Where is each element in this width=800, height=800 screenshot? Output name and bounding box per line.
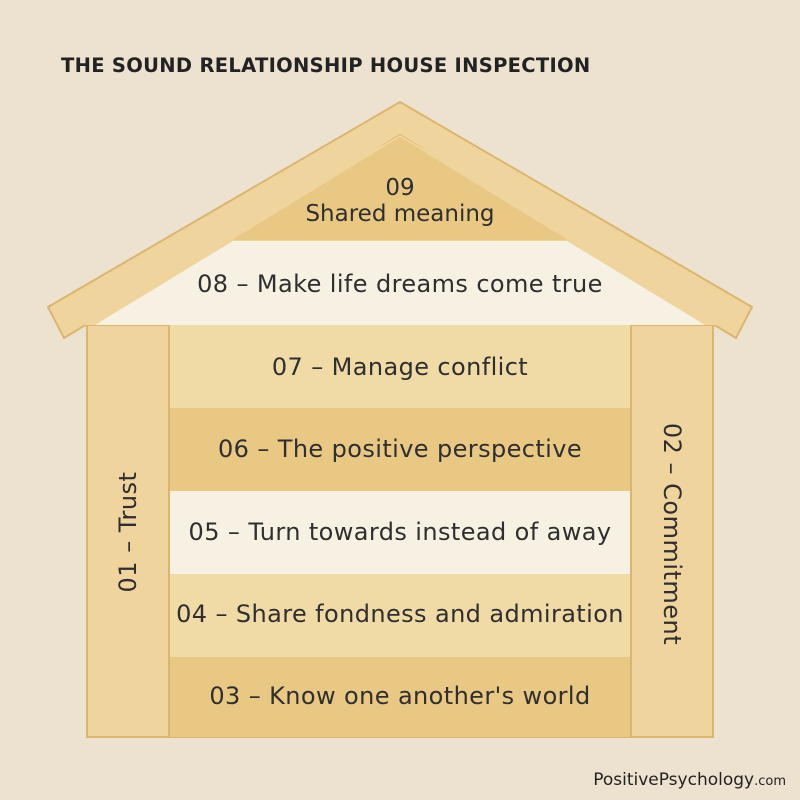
floor-05-label: 05 – Turn towards instead of away	[188, 518, 612, 546]
pillar-right	[630, 324, 714, 738]
apex-label: Shared meaning	[305, 201, 495, 227]
floor-03-label: 03 – Know one another's world	[209, 682, 591, 710]
pillar-left-label: 01 – Trust	[114, 471, 142, 593]
floor-04	[170, 574, 630, 657]
attic-08	[95, 241, 705, 325]
apex-number: 09	[385, 175, 415, 201]
floor-07	[170, 325, 630, 408]
floor-06	[170, 408, 630, 491]
brand-footer: PositivePsychology.com	[593, 770, 786, 790]
floor-06-label: 06 – The positive perspective	[217, 435, 583, 463]
floor-03	[170, 657, 630, 737]
brand-tld: .com	[754, 774, 786, 789]
pillar-left	[86, 324, 170, 738]
floor-07-label: 07 – Manage conflict	[271, 353, 529, 381]
apex-09	[232, 137, 568, 240]
brand-name: PositivePsychology	[593, 770, 755, 790]
diagram-title: THE SOUND RELATIONSHIP HOUSE INSPECTION	[61, 54, 591, 77]
floor-05	[170, 491, 630, 574]
attic-label: 08 – Make life dreams come true	[197, 270, 603, 298]
pillar-right-label: 02 – Commitment	[658, 422, 686, 646]
floor-04-label: 04 – Share fondness and admiration	[176, 600, 624, 628]
